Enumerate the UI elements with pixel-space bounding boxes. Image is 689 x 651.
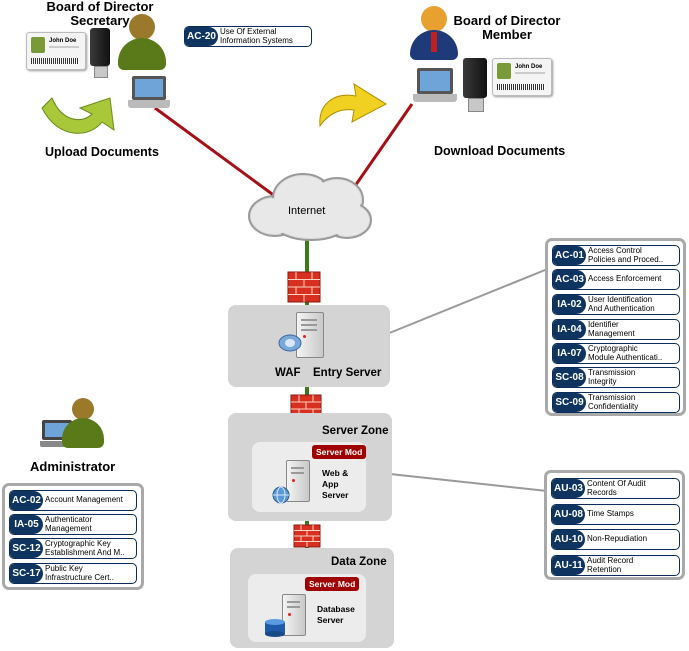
entry-server-title: Entry Server: [313, 367, 382, 379]
id-card-icon: John Doe: [26, 32, 86, 70]
database-icon: [265, 619, 285, 637]
globe-icon: [272, 486, 290, 504]
secretary-title: Board of Director Secretary: [46, 0, 154, 28]
usb-token-icon: [90, 28, 110, 78]
internet-label: Internet: [288, 205, 326, 217]
web-server-icon: [286, 460, 310, 502]
admin-person-icon: [62, 398, 104, 448]
control-sc-17: SC-17 Public Key Infrastructure Cert..: [9, 563, 137, 584]
waf-label: WAF: [275, 367, 301, 379]
database-server-label: Database Server: [317, 604, 355, 625]
control-ia-07: IA-07 Cryptographic Module Authenticati.…: [552, 343, 680, 364]
server-mod-badge: Server Mod: [312, 445, 367, 459]
secretary-person-icon: [118, 14, 166, 70]
entry-controls-connector: [381, 267, 551, 337]
control-ac-03: AC-03 Access Enforcement: [552, 269, 680, 290]
control-ia-02: IA-02 User Identification And Authentica…: [552, 294, 680, 315]
server-zone-title: Server Zone: [322, 425, 389, 437]
upload-arrow-icon: [41, 97, 115, 134]
control-ac-20: AC-20 Use Of External Information System…: [184, 26, 312, 47]
control-au-11: AU-11 Audit Record Retention: [551, 555, 680, 576]
admin-controls-panel: AC-02 Account Management IA-05 Authentic…: [2, 483, 144, 590]
control-sc-09: SC-09 Transmission Confidentiality: [552, 392, 680, 413]
data-zone-title: Data Zone: [331, 556, 387, 568]
server-controls-connector: [389, 473, 548, 492]
internet-cloud-icon: [248, 173, 372, 241]
control-sc-12: SC-12 Cryptographic Key Establishment An…: [9, 538, 137, 559]
database-server-icon: [282, 594, 306, 636]
entry-firewall-icon: [287, 271, 321, 303]
control-au-08: AU-08 Time Stamps: [551, 504, 680, 525]
download-arrow-icon: [319, 82, 388, 128]
member-person-icon: [410, 6, 458, 60]
entry-server-icon: [296, 312, 324, 358]
secretary-laptop-icon: [128, 76, 170, 118]
control-ia-04: IA-04 Identifier Management: [552, 319, 680, 340]
control-au-10: AU-10 Non-Repudiation: [551, 529, 680, 550]
member-link: [353, 103, 414, 187]
entry-controls-panel: AC-01 Access Control Policies and Proced…: [545, 238, 686, 416]
download-caption: Download Documents: [434, 144, 566, 158]
member-title: Board of Director Member: [453, 13, 561, 42]
member-id-card-icon: John Doe: [492, 58, 552, 96]
entry-shield-icon: [278, 334, 302, 352]
secretary-link: [154, 106, 284, 204]
audit-controls-panel: AU-03 Content Of Audit Records AU-08 Tim…: [544, 470, 685, 580]
control-au-03: AU-03 Content Of Audit Records: [551, 478, 680, 499]
control-ac-02: AC-02 Account Management: [9, 490, 137, 511]
data-firewall-icon: [293, 524, 321, 548]
control-sc-08: SC-08 Transmission Integrity: [552, 367, 680, 388]
data-mod-badge: Server Mod: [305, 577, 360, 591]
member-usb-token-icon: [463, 58, 487, 112]
control-ia-05: IA-05 Authenticator Management: [9, 514, 137, 535]
member-laptop-icon: [413, 68, 457, 110]
web-app-server-label: Web & App Server: [322, 468, 349, 500]
upload-caption: Upload Documents: [45, 145, 159, 159]
control-ac-01: AC-01 Access Control Policies and Proced…: [552, 245, 680, 266]
administrator-title: Administrator: [30, 459, 116, 474]
